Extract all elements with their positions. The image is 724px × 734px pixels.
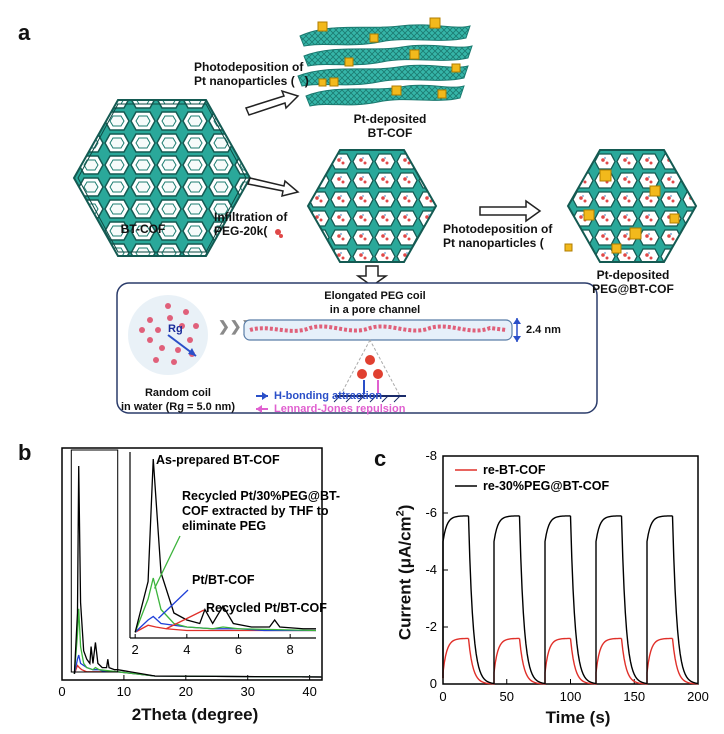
x-tick-label: 0 — [58, 684, 65, 699]
pt-deposited-peg-structure — [566, 149, 698, 263]
pt-cube-icon — [318, 78, 327, 87]
pt-cube-icon — [564, 243, 573, 252]
photodeposition-label-top: Photodeposition of Pt nanoparticles () — [194, 60, 309, 88]
pore-width-label: 2.4 nm — [526, 324, 561, 336]
pt-deposited-sheets — [297, 17, 473, 107]
process-arrows — [244, 89, 542, 287]
series-label: COF extracted by THF to — [182, 504, 329, 518]
y-tick-label: -6 — [425, 505, 437, 520]
x-tick-label: 50 — [500, 689, 514, 704]
current-y-axis-title: Current (μA/cm2) — [394, 504, 415, 641]
y-tick-label: -4 — [425, 562, 437, 577]
inset-x-tick-label: 2 — [132, 642, 139, 657]
series-line — [73, 608, 323, 678]
panel-c-label: c — [374, 446, 387, 471]
rg-label: Rg — [168, 323, 183, 335]
series-line — [442, 515, 699, 685]
inset-x-tick-label: 4 — [183, 642, 190, 657]
series-label: Pt/BT-COF — [192, 573, 255, 587]
current-time-chart: 0 50 100 150 200 0 -2 -4 -6 -8 re-BT-COF re-30%PEG@… — [425, 448, 709, 704]
current-x-axis-title: Time (s) — [545, 708, 611, 727]
schematic-graphics: ❯❯❯ — [72, 17, 698, 414]
xrd-x-axis-title: 2Theta (degree) — [131, 705, 259, 724]
inset-series-line — [134, 458, 316, 633]
panel-a-label: a — [18, 20, 31, 45]
series-label: Recycled Pt/30%PEG@BT- — [182, 489, 340, 503]
x-tick-label: 10 — [117, 684, 131, 699]
h-bonding-label: H-bonding attraction — [274, 390, 383, 402]
lj-repulsion-label: Lennard-Jones repulsion — [274, 403, 406, 415]
x-tick-label: 0 — [439, 689, 446, 704]
x-tick-label: 40 — [302, 684, 316, 699]
plot-frame — [61, 447, 323, 681]
peg-bt-cof-structure — [306, 149, 438, 263]
series-line — [73, 654, 323, 678]
series-label: As-prepared BT-COF — [156, 453, 280, 467]
y-tick-label: -2 — [425, 619, 437, 634]
x-tick-label: 150 — [623, 689, 645, 704]
bt-cof-label: BT-COF — [120, 222, 166, 236]
inset-x-tick-label: 8 — [287, 642, 294, 657]
inset-x-tick-label: 6 — [235, 642, 242, 657]
x-tick-label: 200 — [687, 689, 709, 704]
peg-coil-inset: ❯❯❯ — [116, 282, 598, 414]
bt-cof-structure — [72, 99, 252, 257]
y-tick-label: -8 — [425, 448, 437, 463]
xrd-chart: 0 10 20 30 40 2 4 6 8 As-prepared BT-COF Recycled … — [58, 447, 340, 699]
legend-label: re-BT-COF — [483, 463, 546, 477]
peg-coil-icon — [275, 229, 281, 235]
inset-series-line — [134, 577, 317, 633]
zoom-window — [70, 449, 119, 673]
label-pointer — [165, 609, 205, 630]
series-line — [442, 637, 699, 685]
y-tick-label: 0 — [430, 676, 437, 691]
series-label: Recycled Pt/BT-COF — [206, 601, 327, 615]
x-tick-label: 20 — [179, 684, 193, 699]
legend-label: re-30%PEG@BT-COF — [483, 479, 609, 493]
series-label: eliminate PEG — [182, 519, 266, 533]
label-pointer — [153, 535, 181, 589]
series-line — [73, 465, 323, 678]
x-tick-label: 100 — [560, 689, 582, 704]
x-tick-label: 30 — [240, 684, 254, 699]
panel-b-label: b — [18, 440, 32, 465]
label-pointer — [157, 589, 189, 619]
